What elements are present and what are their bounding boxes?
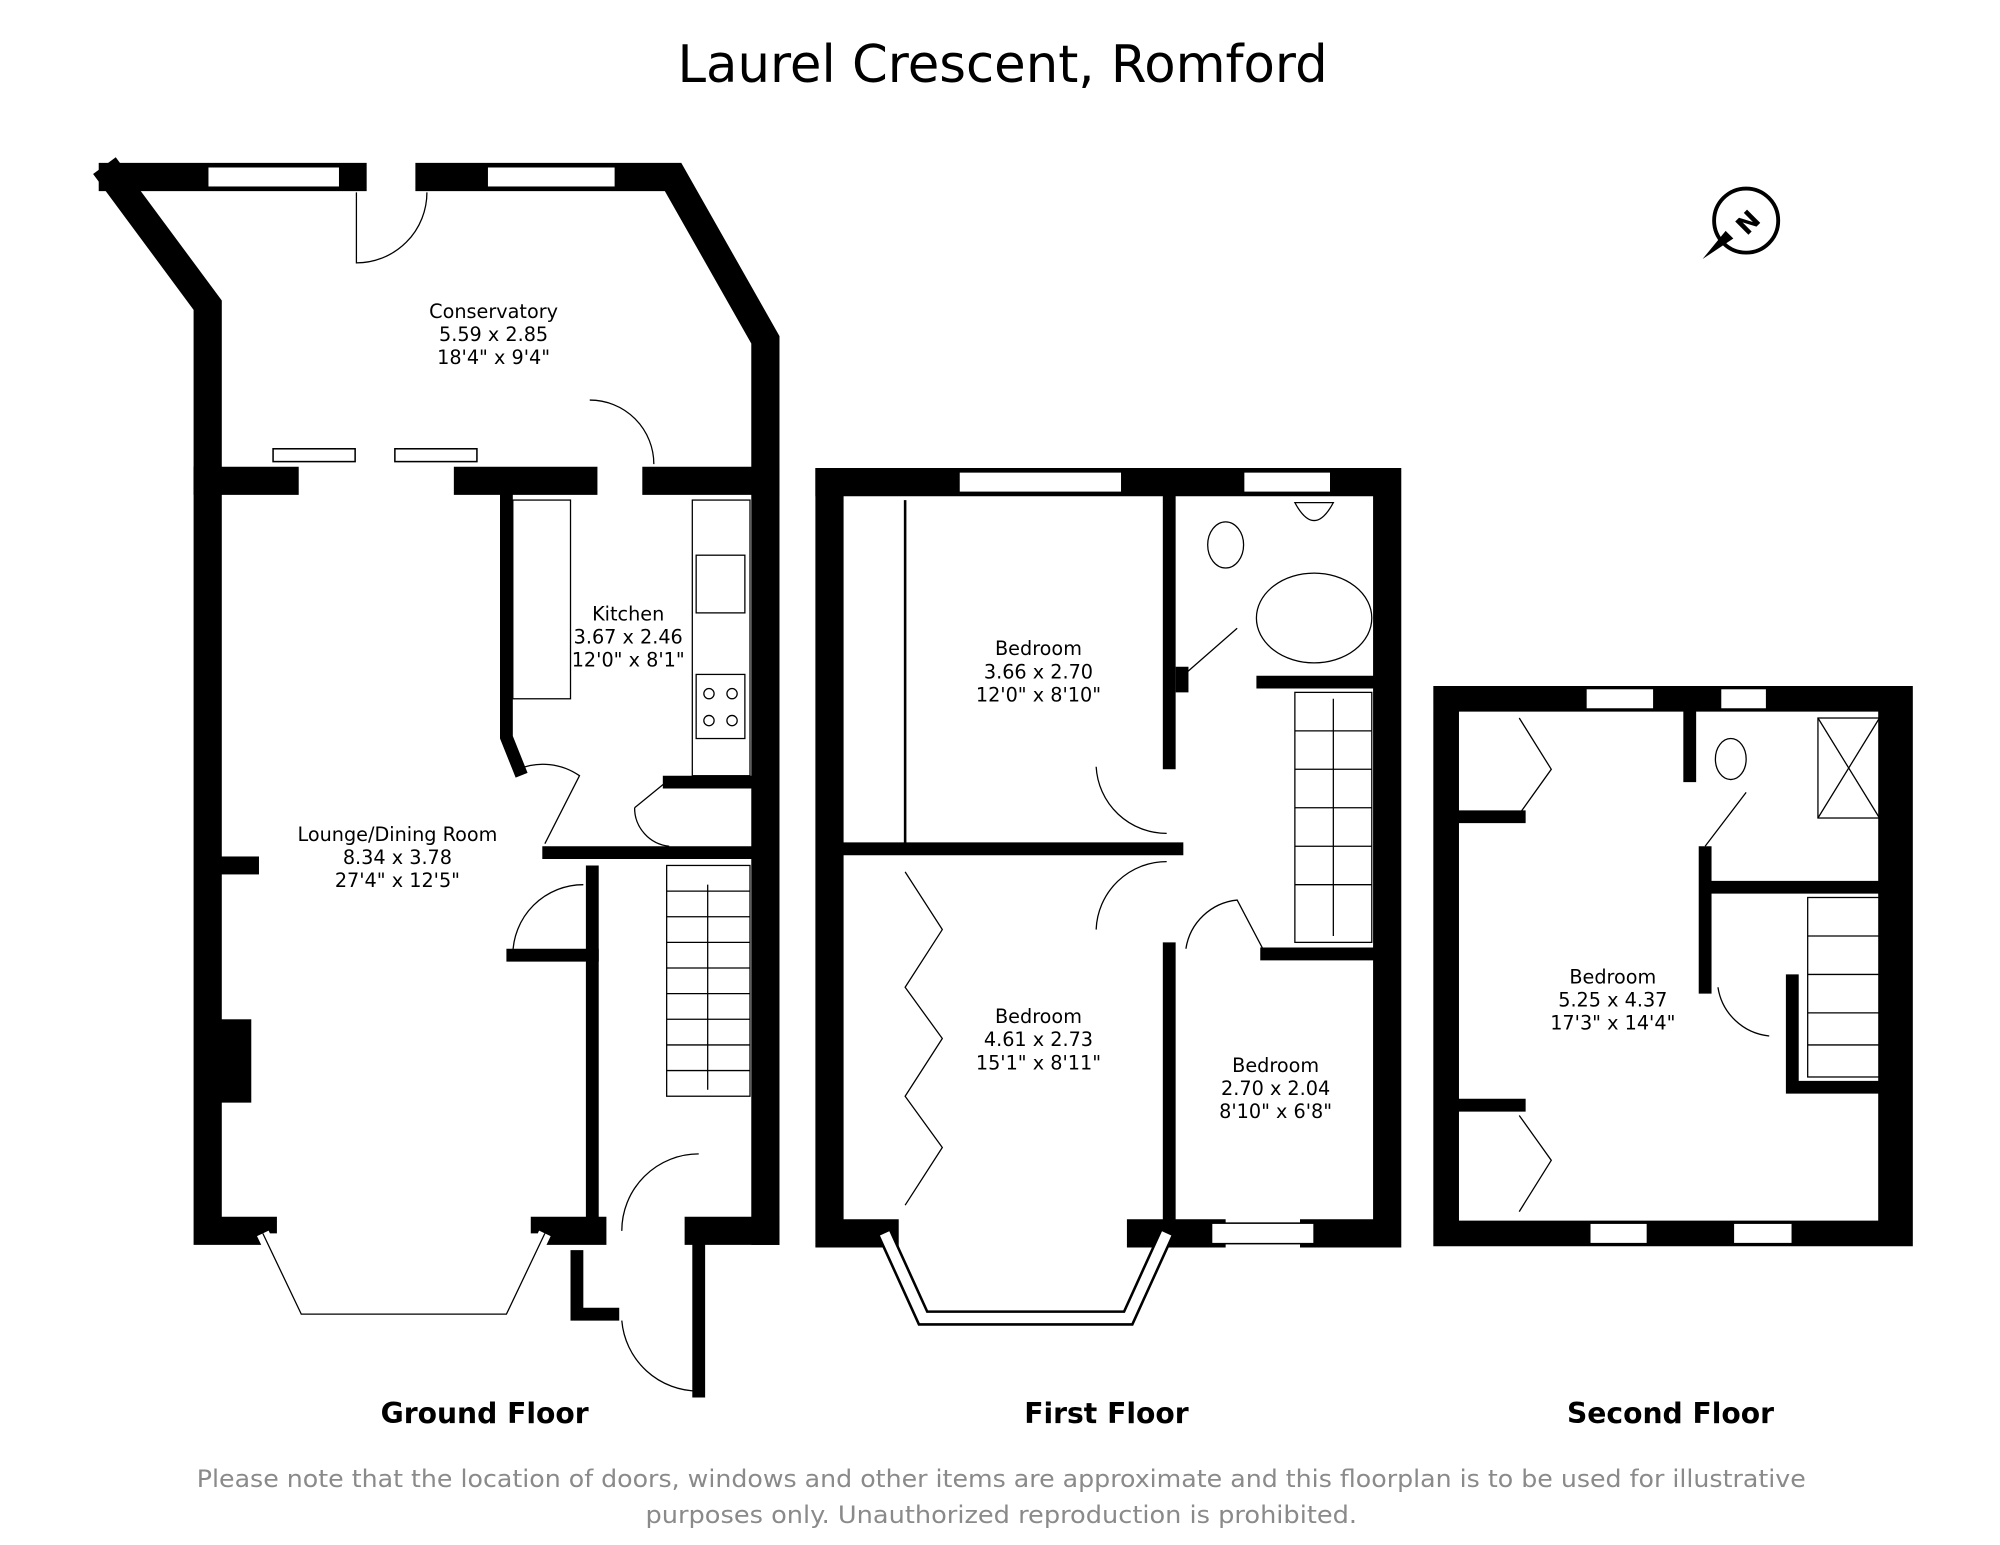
disclaimer-line-2: purposes only. Unauthorized reproduction…: [646, 1500, 1358, 1529]
room-imperial: 27'4" x 12'5": [335, 869, 460, 892]
room-imperial: 12'0" x 8'1": [572, 649, 685, 672]
room-metric: 3.66 x 2.70: [984, 660, 1093, 683]
room-name: Kitchen: [592, 603, 664, 626]
room-imperial: 8'10" x 6'8": [1219, 1100, 1332, 1123]
room-metric: 5.25 x 4.37: [1558, 988, 1667, 1011]
disclaimer-line-1: Please note that the location of doors, …: [197, 1464, 1806, 1493]
room-metric: 2.70 x 2.04: [1221, 1077, 1330, 1100]
floor-label-second: Second Floor: [1567, 1397, 1774, 1430]
room-name: Conservatory: [429, 300, 558, 323]
room-metric: 3.67 x 2.46: [574, 626, 683, 649]
room-metric: 8.34 x 3.78: [343, 846, 452, 869]
room-imperial: 12'0" x 8'10": [976, 683, 1101, 706]
room-name: Lounge/Dining Room: [297, 823, 497, 846]
room-name: Bedroom: [995, 1005, 1082, 1028]
floor-label-ground: Ground Floor: [381, 1397, 589, 1430]
floor-label-first: First Floor: [1024, 1397, 1189, 1430]
room-metric: 4.61 x 2.73: [984, 1028, 1093, 1051]
room-imperial: 18'4" x 9'4": [437, 346, 550, 369]
plan-title: Laurel Crescent, Romford: [677, 35, 1327, 95]
compass-label: N: [1730, 205, 1766, 241]
room-metric: 5.59 x 2.85: [439, 323, 548, 346]
room-imperial: 17'3" x 14'4": [1550, 1012, 1675, 1035]
room-name: Bedroom: [1232, 1054, 1319, 1077]
room-imperial: 15'1" x 8'11": [976, 1051, 1101, 1074]
room-name: Bedroom: [1569, 965, 1656, 988]
room-name: Bedroom: [995, 637, 1082, 660]
north-arrow-icon: N: [1702, 186, 1781, 260]
